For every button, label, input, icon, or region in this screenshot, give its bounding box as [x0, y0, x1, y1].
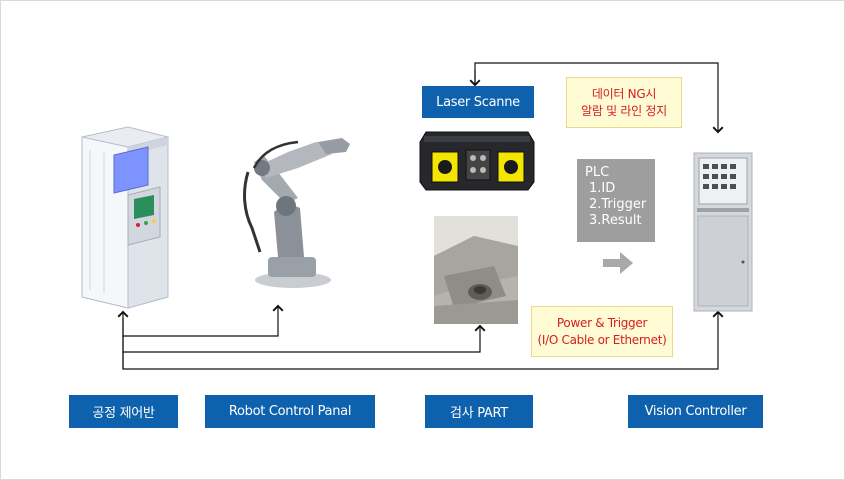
inspected-part-image: [434, 216, 518, 324]
label-process-control-panel: 공정 제어반: [69, 395, 178, 428]
laser-scanner-image: [419, 131, 535, 191]
power-note-line2: (I/O Cable or Ethernet): [537, 332, 667, 347]
robot-arm-image: [243, 138, 350, 288]
ng-alarm-note: 데이터 NG시 알람 및 라인 정지: [566, 77, 682, 128]
label-vision-controller: Vision Controller: [628, 395, 763, 428]
line-to-robot: [122, 304, 284, 337]
label-inspection-part: 검사 PART: [425, 395, 533, 428]
power-trigger-note: Power & Trigger (I/O Cable or Ethernet): [531, 306, 673, 357]
label-robot-control-panel: Robot Control Panal: [205, 395, 375, 428]
plc-info-box: PLC 1.ID 2.Trigger 3.Result: [577, 159, 655, 242]
ng-note-line1: 데이터 NG시: [591, 86, 657, 101]
line-to-part: [122, 324, 486, 353]
label-laser-scanner: Laser Scanne: [422, 86, 534, 118]
process-control-cabinet-image: [81, 126, 169, 309]
plc-item-id: 1.ID: [589, 181, 616, 196]
plc-item-result: 3.Result: [589, 213, 642, 228]
plc-arrow-icon: [603, 252, 633, 274]
plc-title: PLC: [585, 165, 610, 180]
vision-controller-cabinet-image: [693, 152, 753, 312]
power-note-line1: Power & Trigger: [556, 315, 648, 330]
ng-note-line2: 알람 및 라인 정지: [581, 103, 667, 118]
plc-item-trigger: 2.Trigger: [589, 197, 647, 212]
